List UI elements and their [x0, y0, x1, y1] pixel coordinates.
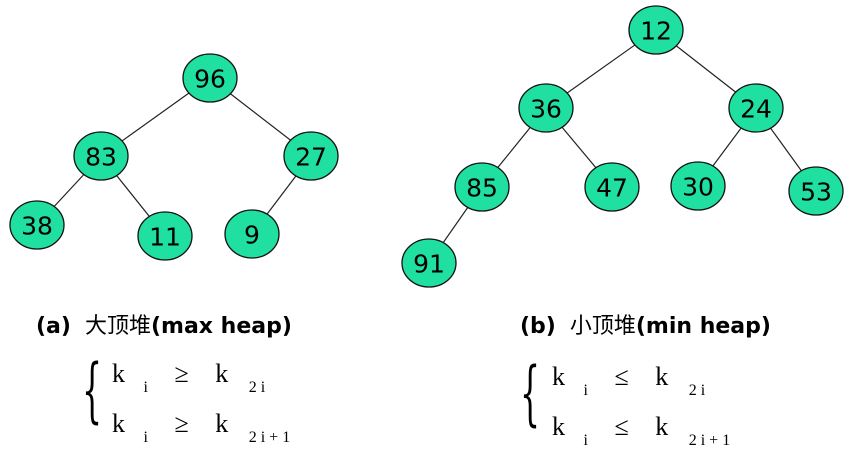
caption-min-english: (min heap) — [635, 314, 771, 339]
formula-operator: ≥ — [174, 409, 189, 438]
node-circle — [518, 83, 574, 133]
node-value: 47 — [596, 174, 628, 203]
node-value: 36 — [530, 95, 562, 124]
formula-term: k — [552, 362, 565, 391]
node-circle — [283, 131, 339, 181]
min-heap-node-30: 30 — [670, 161, 726, 211]
max-heap-node-96: 96 — [182, 53, 238, 103]
max-heap-node-11: 11 — [137, 211, 193, 261]
caption-min-tag: (b) — [520, 314, 556, 339]
formula-max-line-2: k i ≥ k 2 i + 1 — [112, 409, 290, 446]
formula-term: k — [655, 412, 669, 441]
formula-min-line-2: k i ≤ k 2 i + 1 — [552, 412, 730, 449]
formula-subscript: 2 i — [688, 382, 706, 399]
formula-term: k — [215, 409, 229, 438]
node-circle — [9, 200, 65, 250]
formula-min-heap: { k i ≤ k 2 i k i ≤ k 2 i + 1 — [518, 358, 798, 458]
formula-operator: ≥ — [174, 359, 189, 388]
node-value: 91 — [413, 250, 445, 279]
node-circle — [728, 83, 784, 133]
formula-subscript: 2 i — [248, 379, 266, 396]
left-brace-icon: { — [520, 352, 541, 434]
caption-max-tag: (a) — [36, 314, 71, 339]
formula-operator: ≤ — [614, 412, 629, 441]
formula-max-heap: { k i ≥ k 2 i k i ≥ k 2 i + 1 — [80, 355, 340, 455]
node-circle — [224, 209, 280, 259]
node-circle — [401, 238, 457, 288]
formula-subscript: i — [583, 382, 588, 399]
node-circle — [454, 162, 510, 212]
formula-subscript: 2 i + 1 — [688, 432, 731, 449]
node-value: 24 — [740, 95, 772, 124]
node-value: 9 — [244, 221, 260, 250]
max-heap-node-38: 38 — [9, 200, 65, 250]
node-circle — [788, 166, 844, 216]
caption-max-heap: (a) 大顶堆(max heap) — [36, 308, 292, 340]
min-heap-node-47: 47 — [584, 162, 640, 212]
node-circle — [73, 131, 129, 181]
min-heap-node-53: 53 — [788, 166, 844, 216]
formula-operator: ≤ — [614, 362, 629, 391]
nodes-layer: 96 83 27 38 11 9 12 36 24 85 47 30 53 91 — [9, 5, 844, 288]
min-heap-node-12: 12 — [628, 5, 684, 55]
min-heap-node-85: 85 — [454, 162, 510, 212]
formula-term: k — [655, 362, 669, 391]
formula-max-line-1: k i ≥ k 2 i — [112, 359, 265, 396]
left-brace-icon: { — [82, 349, 103, 431]
min-heap-node-91: 91 — [401, 238, 457, 288]
caption-max-english: (max heap) — [150, 314, 292, 339]
formula-min-line-1: k i ≤ k 2 i — [552, 362, 705, 399]
max-heap-node-27: 27 — [283, 131, 339, 181]
formula-term: k — [552, 412, 565, 441]
formula-term: k — [112, 359, 125, 388]
formula-term: k — [215, 359, 229, 388]
caption-max-name: 大顶堆 — [84, 314, 151, 339]
node-value: 38 — [21, 212, 53, 241]
node-value: 27 — [295, 143, 327, 172]
node-value: 53 — [800, 178, 832, 207]
node-value: 83 — [85, 143, 117, 172]
node-circle — [584, 162, 640, 212]
node-circle — [137, 211, 193, 261]
node-value: 30 — [682, 173, 714, 202]
formula-subscript: i — [143, 429, 148, 446]
node-value: 96 — [194, 65, 226, 94]
formula-term: k — [112, 409, 125, 438]
node-circle — [628, 5, 684, 55]
max-heap-node-9: 9 — [224, 209, 280, 259]
node-value: 11 — [149, 223, 181, 252]
node-value: 12 — [640, 17, 672, 46]
heap-diagrams: 96 83 27 38 11 9 12 36 24 85 47 30 53 91 — [9, 5, 844, 288]
formula-subscript: i — [583, 432, 588, 449]
caption-min-name: 小顶堆 — [569, 314, 636, 339]
caption-min-heap: (b) 小顶堆(min heap) — [520, 308, 771, 340]
node-circle — [670, 161, 726, 211]
min-heap-node-24: 24 — [728, 83, 784, 133]
formula-subscript: i — [143, 379, 148, 396]
max-heap-node-83: 83 — [73, 131, 129, 181]
node-value: 85 — [466, 174, 498, 203]
node-circle — [182, 53, 238, 103]
formula-subscript: 2 i + 1 — [248, 429, 291, 446]
min-heap-node-36: 36 — [518, 83, 574, 133]
